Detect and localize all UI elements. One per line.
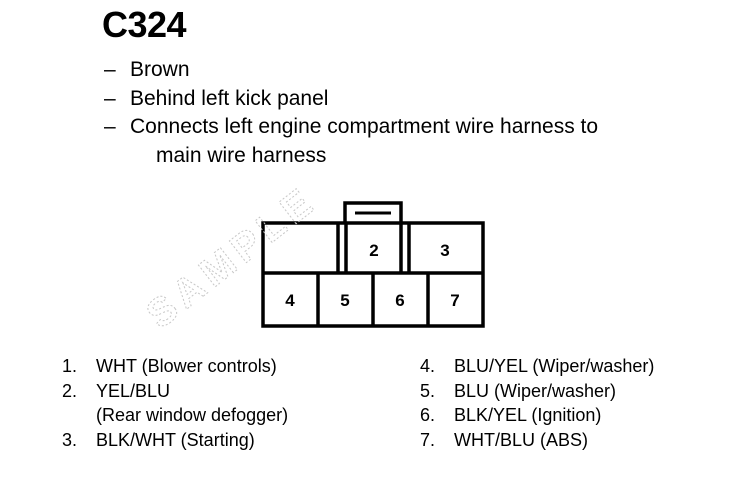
note-color: –Brown [104, 58, 190, 81]
cavity-4-label: 4 [285, 291, 295, 310]
cavity-2-label: 2 [369, 241, 378, 260]
cavity-6-label: 6 [395, 291, 404, 310]
pin-6: 6.BLK/YEL (Ignition) [420, 405, 602, 426]
locking-tab [343, 201, 403, 223]
pin-5: 5.BLU (Wiper/washer) [420, 380, 617, 401]
pin-2: 2.YEL/BLU(Rear window defogger) [62, 380, 289, 426]
pin-3: 3.BLK/WHT (Starting) [62, 429, 255, 450]
note-connection: –Connects left engine compartment wire h… [104, 115, 599, 167]
watermark: SAMPLE [138, 178, 325, 337]
note-location: –Behind left kick panel [104, 86, 329, 110]
cavity-5-label: 5 [340, 291, 349, 310]
pin-4: 4.BLU/YEL (Wiper/washer) [420, 356, 655, 376]
connector-title: C324 [102, 4, 187, 45]
pin-1: 1.WHT (Blower controls) [62, 356, 277, 376]
pin-legend-right: 4.BLU/YEL (Wiper/washer) 5.BLU (Wiper/wa… [420, 354, 654, 452]
pin-legend-left: 1.WHT (Blower controls) 2.YEL/BLU(Rear w… [62, 354, 288, 452]
cavity-3-label: 3 [440, 241, 449, 260]
pin-7: 7.WHT/BLU (ABS) [420, 429, 589, 450]
cavity-7-label: 7 [450, 291, 459, 310]
connector-notes: –Brown –Behind left kick panel –Connects… [104, 56, 598, 170]
